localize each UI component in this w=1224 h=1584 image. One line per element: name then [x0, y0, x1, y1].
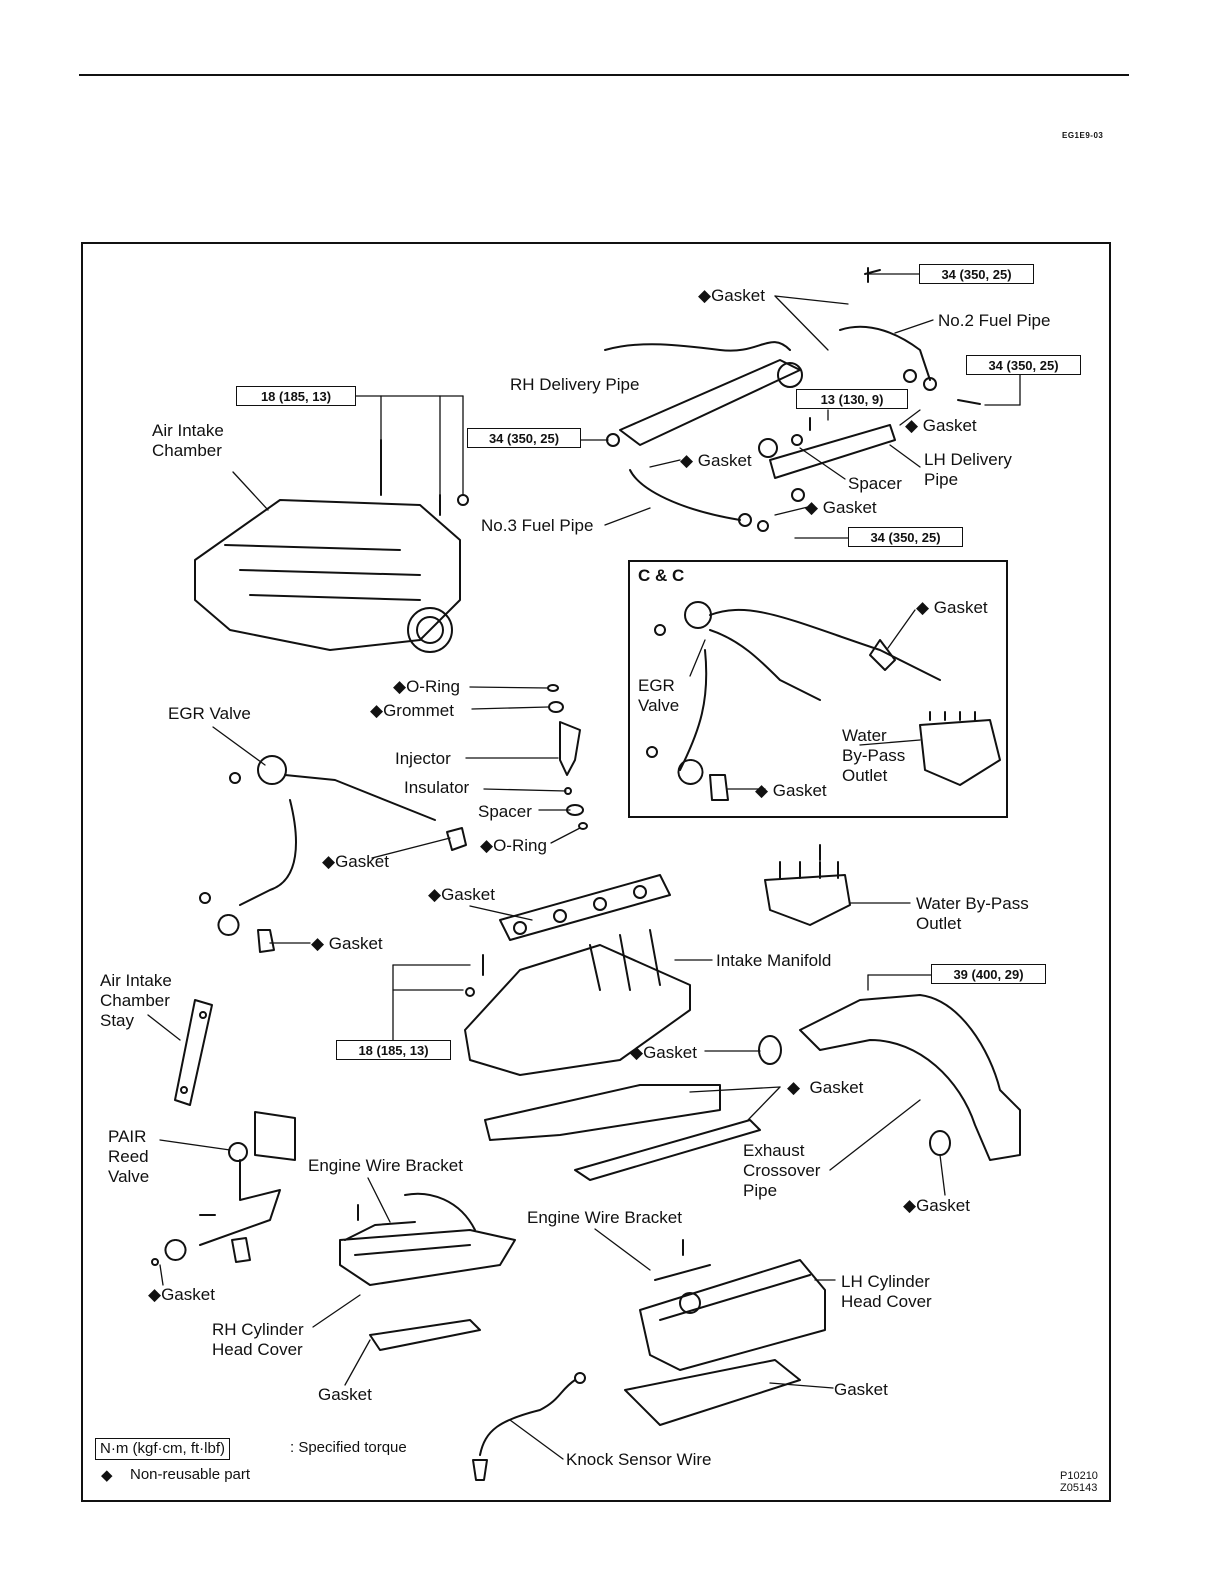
figure-code: P10210 Z05143 [1060, 1470, 1098, 1494]
figure-code-line: P10210 [1060, 1470, 1098, 1482]
label-pair-reed-valve: PAIR Reed Valve [108, 1127, 150, 1186]
label-gasket: Gasket [834, 1380, 888, 1399]
legend-diamond-icon: ◆ [101, 1467, 113, 1484]
label-gasket: ◆Gasket [630, 1043, 697, 1062]
label-o-ring: ◆O-Ring [393, 677, 460, 696]
diagram-frame [81, 242, 1111, 1502]
label-egr-valve: EGR Valve [168, 704, 251, 723]
label-intake-manifold: Intake Manifold [716, 951, 832, 970]
label-no2-fuel-pipe: No.2 Fuel Pipe [938, 311, 1051, 330]
label-gasket: ◆ Gasket [680, 451, 752, 470]
label-injector: Injector [395, 749, 451, 768]
leader-lines [147, 273, 1021, 1460]
torque-spec-box: 34 (350, 25) [848, 527, 963, 547]
injector-parts-art [547, 684, 588, 830]
torque-spec-box: 34 (350, 25) [919, 264, 1034, 284]
torque-spec-box: 18 (185, 13) [336, 1040, 451, 1060]
torque-spec-box: 18 (185, 13) [236, 386, 356, 406]
label-o-ring: ◆O-Ring [480, 836, 547, 855]
label-rh-cylinder-head-cover: RH Cylinder Head Cover [212, 1320, 304, 1359]
label-rh-delivery-pipe: RH Delivery Pipe [510, 375, 640, 394]
label-gasket: ◆ Gasket [755, 781, 827, 800]
torque-spec-box: 34 (350, 25) [467, 428, 581, 448]
label-water-bypass-outlet: Water By-Pass Outlet [916, 894, 1029, 933]
label-lh-delivery-pipe: LH Delivery Pipe [924, 450, 1012, 489]
torque-spec-box: 39 (400, 29) [931, 964, 1046, 984]
label-gasket: ◆ Gasket [805, 498, 877, 517]
cc-inset-art [646, 601, 1001, 801]
label-spacer: Spacer [848, 474, 902, 493]
legend-nonreuse-text: Non-reusable part [130, 1466, 251, 1483]
label-gasket: ◆Gasket [428, 885, 495, 904]
label-air-intake-chamber-stay: Air Intake Chamber Stay [100, 971, 172, 1030]
label-exhaust-crossover-pipe: Exhaust Crossover Pipe [743, 1141, 821, 1200]
intake-manifold-art [464, 874, 691, 1076]
label-insulator: Insulator [404, 778, 470, 797]
label-gasket: ◆ Gasket [905, 416, 977, 435]
rh-head-cover-art [339, 1192, 516, 1351]
label-grommet: ◆Grommet [370, 701, 454, 720]
figure-code-line: Z05143 [1060, 1482, 1098, 1494]
exhaust-art [484, 994, 1021, 1181]
chamber-stay-art [174, 999, 213, 1106]
air-intake-chamber-art [194, 439, 469, 653]
label-engine-wire-bracket: Engine Wire Bracket [308, 1156, 463, 1175]
label-gasket: ◆Gasket [698, 286, 765, 305]
label-spacer: Spacer [478, 802, 532, 821]
label-gasket: ◆Gasket [322, 852, 389, 871]
label-engine-wire-bracket: Engine Wire Bracket [527, 1208, 682, 1227]
legend-torque-text: : Specified torque [290, 1439, 407, 1456]
label-lh-cylinder-head-cover: LH Cylinder Head Cover [841, 1272, 932, 1311]
document-code: EG1E9-03 [1062, 131, 1104, 140]
label-water-bypass-outlet: Water By-Pass Outlet [842, 726, 906, 785]
torque-spec-box: 34 (350, 25) [966, 355, 1081, 375]
label-gasket: ◆Gasket [903, 1196, 970, 1215]
legend-torque-unit-box: N·m (kgf·cm, ft·lbf) [95, 1438, 230, 1460]
label-gasket: ◆ Gasket [787, 1078, 864, 1097]
label-no3-fuel-pipe: No.3 Fuel Pipe [481, 516, 594, 535]
top-rule [79, 74, 1129, 76]
water-bypass-art [764, 844, 851, 926]
label-air-intake-chamber: Air Intake Chamber [152, 421, 224, 460]
knock-sensor-wire-art [472, 1372, 586, 1481]
torque-spec-box: 13 (130, 9) [796, 389, 908, 409]
cc-inset-title: C & C [638, 566, 685, 585]
lh-head-cover-art [624, 1239, 826, 1426]
label-gasket: Gasket [318, 1385, 372, 1404]
label-egr-valve: EGR Valve [638, 676, 680, 715]
egr-valve-art [199, 755, 467, 953]
label-gasket: ◆ Gasket [916, 598, 988, 617]
pair-reed-valve-art [151, 1111, 296, 1266]
label-knock-sensor-wire: Knock Sensor Wire [566, 1450, 712, 1469]
fuel-rail-group [604, 267, 981, 532]
label-gasket: ◆ Gasket [311, 934, 383, 953]
cc-inset-box [628, 560, 1008, 818]
label-gasket: ◆Gasket [148, 1285, 215, 1304]
